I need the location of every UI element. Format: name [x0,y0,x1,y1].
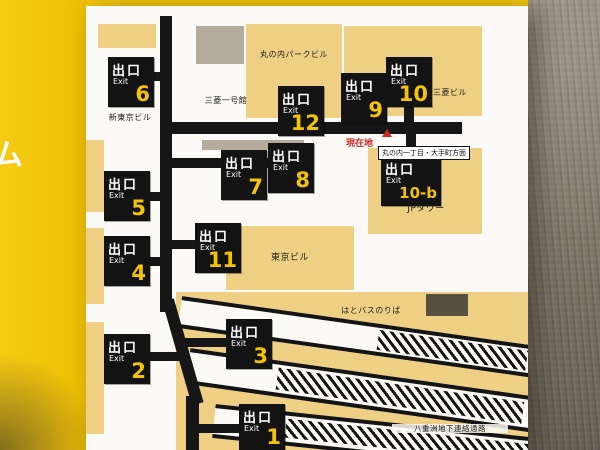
label-mitsubishi: 三菱ビル [433,88,467,97]
exit-badge-9: 出口 Exit 9 [341,73,387,123]
building-edge-strip [86,322,104,434]
exit-jp-label: 出口 [385,163,416,178]
exit-number: 11 [207,248,237,272]
exit-jp-label: 出口 [230,326,261,341]
exit-badge-6: 出口 Exit 6 [108,57,154,107]
corridor-stub-exit-10 [404,105,414,123]
exit-en-label: Exit [391,77,407,86]
exit-en-label: Exit [244,424,260,433]
corridor-lower-vertical [186,396,199,450]
exit-number: 4 [131,261,146,285]
exit-number: 10-b [399,184,437,202]
exit-en-label: Exit [386,176,402,185]
exit-en-label: Exit [231,339,247,348]
exit-number: 5 [131,196,146,220]
exit-map-panel: 丸の内パークビル 新東京ビル 三菱一号館 三菱ビル JPタワー 東京ビル はとバ… [86,6,528,450]
exit-number: 3 [253,344,268,368]
exit-jp-label: 出口 [282,93,313,108]
direction-sign: 丸の内一丁目・大手町方面 [378,146,470,160]
exit-number: 7 [248,175,263,199]
exit-en-label: Exit [109,354,125,363]
exit-en-label: Exit [283,106,299,115]
exit-badge-5: 出口 Exit 5 [104,171,150,221]
corridor-stub-exit-3 [178,338,228,347]
exit-badge-2: 出口 Exit 2 [104,334,150,384]
label-marunouchi-park: 丸の内パークビル [260,50,328,59]
building-strip-gray [202,140,304,150]
current-location-marker-icon [382,129,392,137]
building-block-dark [426,294,468,316]
corridor-stub-exit-1 [192,424,242,433]
exit-number: 8 [295,168,310,192]
exit-jp-label: 出口 [108,341,139,356]
exit-en-label: Exit [226,170,242,179]
exit-badge-8: 出口 Exit 8 [268,143,314,193]
label-jp-tower: JPタワー [407,204,445,214]
corridor-stub-exit-10b [406,134,416,157]
corridor-stub-exit-5 [148,192,162,201]
exit-number: 2 [131,359,146,383]
label-yaesu-passage: 八重洲地下連絡通路 [392,424,508,434]
exit-number: 6 [135,82,150,106]
corridor-stub-exit-2 [148,352,184,361]
corridor-stub-exit-6 [152,72,162,81]
building-edge-strip [86,140,104,212]
exit-badge-1: 出口 Exit 1 [239,404,285,450]
label-shin-tokyo: 新東京ビル [108,113,152,122]
exit-en-label: Exit [346,93,362,102]
exit-jp-label: 出口 [243,411,274,426]
exit-en-label: Exit [200,243,216,252]
exit-en-label: Exit [113,77,129,86]
label-tokyo-building: 東京ビル [270,253,309,263]
exit-jp-label: 出口 [112,64,143,79]
corridor-stub-exit-4 [148,257,162,266]
label-mitsubishi-ichigokan: 三菱一号館 [204,96,248,105]
exit-jp-label: 出口 [108,178,139,193]
exit-jp-label: 出口 [390,64,421,79]
exit-badge-3: 出口 Exit 3 [226,319,272,369]
exit-badge-11: 出口 Exit 11 [195,223,241,273]
label-hato-bus: はとバスのりば [341,306,401,315]
exit-jp-label: 出口 [345,80,376,95]
current-location-label: 現在地 [346,139,374,149]
building-edge-strip [86,228,104,304]
exit-en-label: Exit [273,163,289,172]
corridor-stub-exit-11 [170,240,197,249]
exit-badge-10: 出口 Exit 10 [386,57,432,107]
exit-en-label: Exit [109,191,125,200]
exit-jp-label: 出口 [108,243,139,258]
building-block [98,24,156,48]
exit-jp-label: 出口 [272,150,303,165]
exit-jp-label: 出口 [199,230,230,245]
exit-number: 9 [368,98,383,122]
textured-wall-right [528,0,600,450]
corridor-main-vertical [160,16,172,312]
yellow-wall-left: ム [0,0,86,450]
exit-en-label: Exit [109,256,125,265]
wall-partial-text: ム [0,138,23,173]
exit-number: 1 [266,425,281,449]
exit-badge-7: 出口 Exit 7 [221,150,267,200]
exit-badge-10b: 出口 Exit 10-b [381,156,441,206]
exit-number: 10 [398,82,428,106]
building-tokyo [226,226,354,290]
exit-number: 12 [290,111,320,135]
building-block-gray [196,26,244,64]
exit-jp-label: 出口 [225,157,256,172]
exit-badge-4: 出口 Exit 4 [104,236,150,286]
exit-badge-12: 出口 Exit 12 [278,86,324,136]
corner-shadow [0,340,86,450]
